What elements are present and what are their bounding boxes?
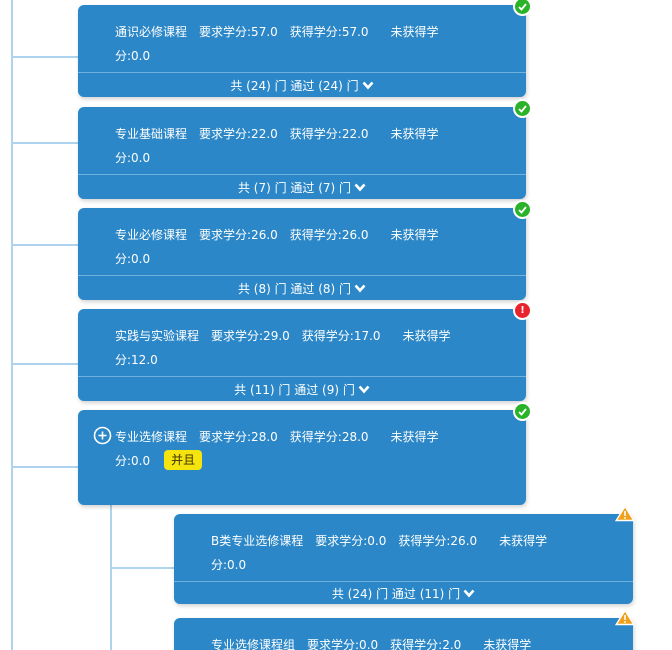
- plus-circle-icon[interactable]: [93, 426, 112, 445]
- course-count-toggle[interactable]: 共 (7) 门 通过 (7) 门: [78, 174, 526, 199]
- category-name: 通识必修课程: [115, 25, 188, 39]
- category-name: 专业选修课程组: [211, 638, 296, 650]
- check-circle-icon: [513, 402, 532, 421]
- tree-trunk-line: [11, 0, 13, 650]
- check-circle-icon: [513, 99, 532, 118]
- course-count-toggle[interactable]: 共 (24) 门 通过 (24) 门: [78, 72, 526, 97]
- unobtained-credits: 未获得学分:12.0: [115, 329, 451, 367]
- required-credits: 要求学分:28.0: [199, 430, 278, 444]
- chevron-down-icon: [362, 81, 374, 89]
- required-credits: 要求学分:57.0: [199, 25, 278, 39]
- course-count-label: 共 (7) 门 通过 (7) 门: [237, 180, 352, 195]
- tree-child-trunk-line: [110, 505, 112, 650]
- category-name: 专业必修课程: [115, 228, 188, 242]
- warning-triangle-icon: [615, 505, 635, 522]
- required-credits: 要求学分:0.0: [307, 638, 379, 650]
- obtained-credits: 获得学分:26.0: [289, 228, 369, 242]
- course-count-label: 共 (11) 门 通过 (9) 门: [234, 382, 355, 397]
- obtained-credits: 获得学分:17.0: [301, 329, 381, 343]
- chevron-down-icon: [358, 385, 370, 393]
- exclamation-circle-icon: !: [513, 301, 532, 320]
- required-credits: 要求学分:29.0: [211, 329, 290, 343]
- tree-branch-line: [11, 363, 78, 365]
- obtained-credits: 获得学分:2.0: [390, 638, 462, 650]
- category-name: 专业选修课程: [115, 430, 188, 444]
- exclamation-mark: !: [520, 304, 525, 316]
- chevron-down-icon: [354, 284, 366, 292]
- card-text: 专业选修课程组要求学分:0.0 获得学分:2.0 未获得学: [174, 618, 555, 650]
- unobtained-credits: 未获得学分:0.0: [115, 430, 439, 468]
- course-count-label: 共 (8) 门 通过 (8) 门: [237, 281, 352, 296]
- relation-badge: 并且: [164, 450, 203, 470]
- chevron-down-icon: [354, 183, 366, 191]
- tree-branch-line: [11, 56, 78, 58]
- unobtained-credits: 未获得学分:0.0: [211, 534, 548, 572]
- course-count-label: 共 (24) 门 通过 (11) 门: [331, 586, 461, 601]
- tree-branch-line: [110, 567, 174, 569]
- obtained-credits: 获得学分:28.0: [289, 430, 369, 444]
- category-name: 实践与实验课程: [115, 329, 200, 343]
- required-credits: 要求学分:22.0: [199, 127, 278, 141]
- course-count-toggle[interactable]: 共 (8) 门 通过 (8) 门: [78, 275, 526, 300]
- required-credits: 要求学分:26.0: [199, 228, 278, 242]
- unobtained-credits: 未获得学分:0.0: [115, 127, 439, 165]
- category-name: B类专业选修课程: [211, 534, 304, 548]
- course-count-toggle[interactable]: 共 (11) 门 通过 (9) 门: [78, 376, 526, 401]
- tree-branch-line: [11, 244, 78, 246]
- tree-branch-line: [11, 466, 78, 468]
- check-circle-icon: [513, 0, 532, 16]
- obtained-credits: 获得学分:57.0: [289, 25, 369, 39]
- category-name: 专业基础课程: [115, 127, 188, 141]
- tree-branch-line: [11, 142, 78, 144]
- obtained-credits: 获得学分:26.0: [398, 534, 478, 548]
- obtained-credits: 获得学分:22.0: [289, 127, 369, 141]
- course-count-label: 共 (24) 门 通过 (24) 门: [230, 78, 359, 93]
- unobtained-credits: 未获得学分:0.0: [115, 228, 439, 266]
- unobtained-credits: 未获得学: [483, 638, 532, 650]
- check-circle-icon: [513, 200, 532, 219]
- unobtained-credits: 未获得学分:0.0: [115, 25, 439, 63]
- course-count-toggle[interactable]: 共 (24) 门 通过 (11) 门: [174, 581, 633, 604]
- chevron-down-icon: [463, 589, 475, 597]
- required-credits: 要求学分:0.0: [315, 534, 387, 548]
- warning-triangle-icon: [615, 609, 635, 626]
- course-category-card[interactable]: 专业选修课程组要求学分:0.0 获得学分:2.0 未获得学: [174, 609, 635, 650]
